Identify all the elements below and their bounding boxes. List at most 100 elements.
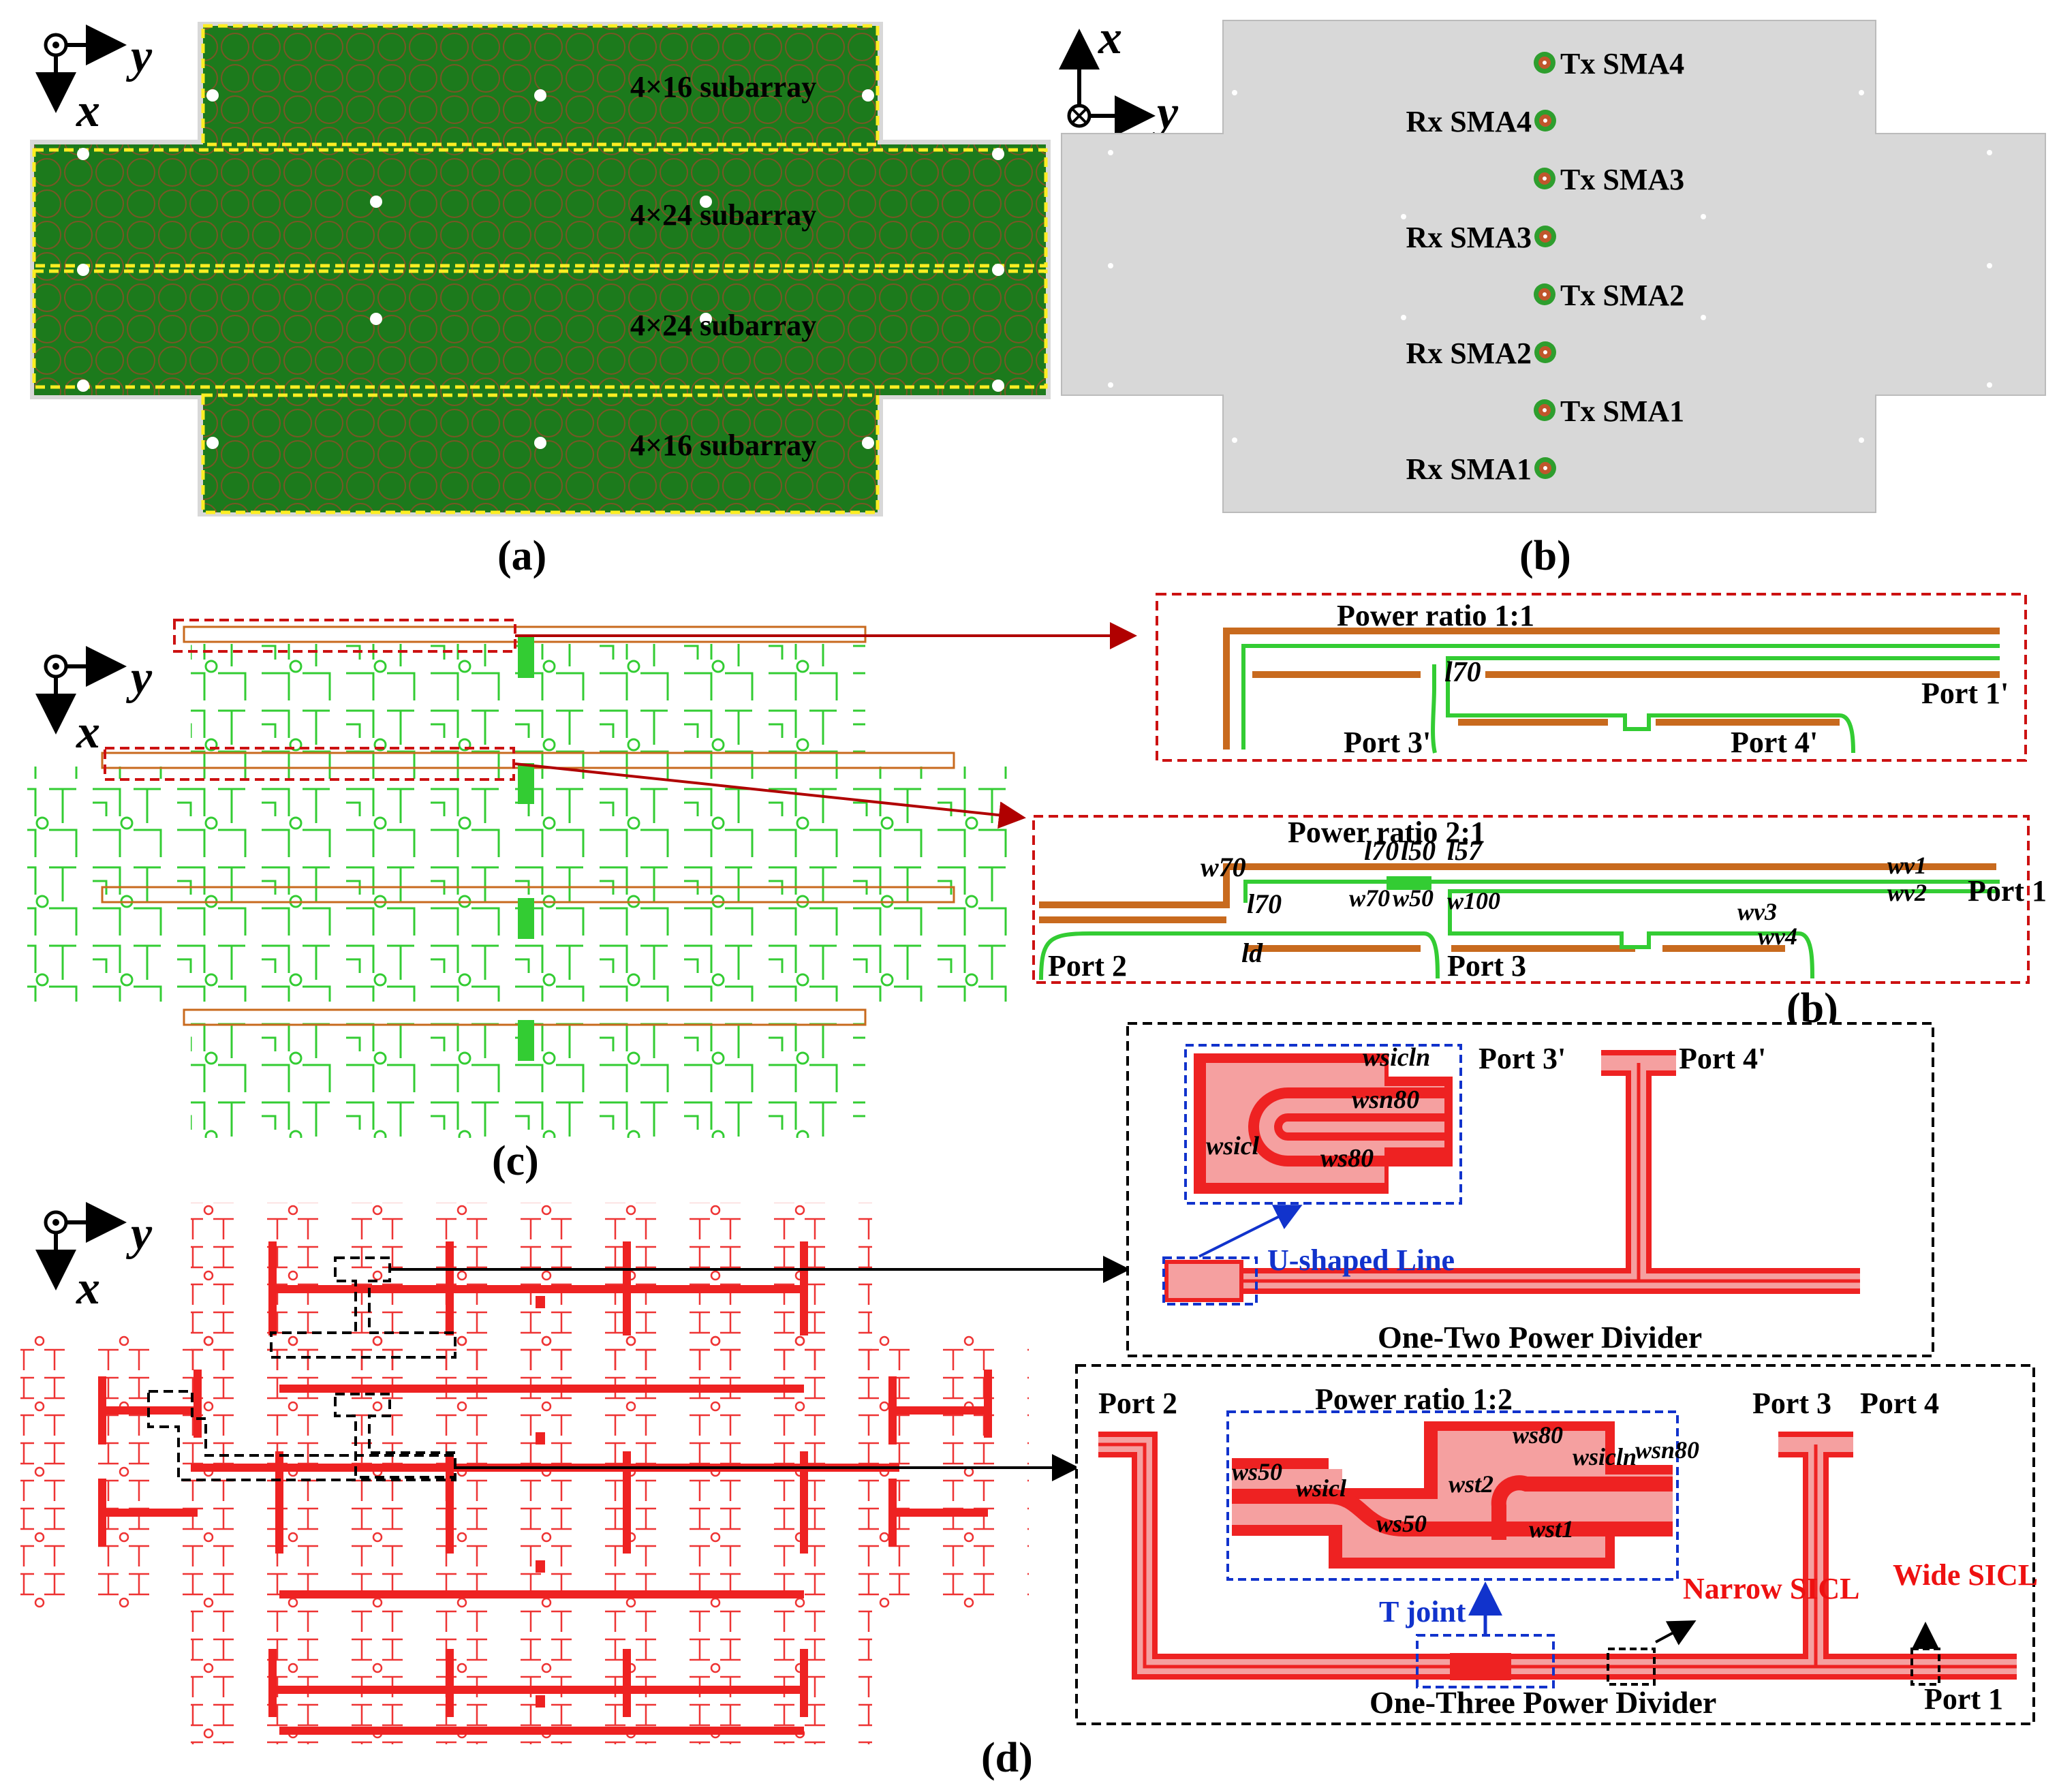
zoom-bottom-port2: Port 2 (1048, 949, 1127, 983)
zoom-top-title: Power ratio 1:1 (1337, 599, 1534, 632)
caption-c: (c) (492, 1138, 539, 1184)
sma-connectors (1534, 52, 1556, 479)
caption-d: (d) (981, 1735, 1033, 1781)
axis-x-label-b: x (1098, 12, 1122, 64)
axis-y-label: y (126, 30, 153, 82)
panel-d: y x (20, 1022, 2038, 1781)
dim-wv4: wv4 (1758, 923, 1797, 950)
label-rx-sma3: Rx SMA3 (1406, 221, 1532, 254)
dim-l70-a: l70 (1364, 835, 1399, 866)
zoom-bottom-port1: Port 1 (1968, 874, 2047, 908)
axis-indicator-b: x y (1059, 12, 1179, 139)
label-rx-sma1: Rx SMA1 (1406, 452, 1532, 486)
zoom-source-bottom (104, 747, 515, 781)
zoom-arrow-bottom (514, 762, 1026, 829)
label-rx-sma4: Rx SMA4 (1406, 105, 1532, 138)
narrow-sicl-label: Narrow SICL (1683, 1572, 1860, 1605)
zoom-source-regions-d (147, 1256, 456, 1481)
one-three-divider-box: ws80 wsicln wsn80 ws50 wsicl wst2 ws50 w… (1075, 1364, 2038, 1725)
label-tx-sma3: Tx SMA3 (1560, 163, 1684, 196)
board-backside (1061, 20, 2046, 513)
subarray-label-3: 4×24 subarray (630, 309, 816, 342)
one-three-divider-drawing (1098, 1432, 2017, 1680)
axis-indicator-a: y x (35, 25, 153, 137)
sma-tx3-icon (1534, 168, 1555, 189)
green-feed-network (27, 625, 1022, 1138)
one-two-title: One-Two Power Divider (1378, 1320, 1702, 1355)
dim-wsicln-b: wsicln (1573, 1443, 1637, 1470)
axis-y-label-c: y (126, 651, 153, 704)
axis-indicator-d: y x (35, 1202, 153, 1314)
dim-ws50-b: ws50 (1376, 1510, 1427, 1537)
ratio-1-2-label: Power ratio 1:2 (1315, 1382, 1513, 1416)
one-two-divider-box: wsicln wsn80 wsicl ws80 U-shaped Line Po… (1126, 1022, 1934, 1357)
axis-x-label-d: x (76, 1262, 100, 1314)
one-three-port4: Port 4 (1860, 1387, 1939, 1420)
zoom-source-top (173, 619, 516, 653)
label-tx-sma2: Tx SMA2 (1560, 279, 1684, 312)
subarray-borders (32, 24, 1048, 514)
one-two-divider-drawing (1164, 1050, 1860, 1302)
label-rx-sma2: Rx SMA2 (1406, 337, 1532, 370)
dim-w70-a: w70 (1201, 852, 1246, 882)
t-joint-dims: ws80 wsicln wsn80 ws50 wsicl wst2 ws50 w… (1232, 1421, 1699, 1543)
panel-a: y x 4×16 subarray 4×24 subarray 4×24 sub… (30, 22, 1051, 579)
dim-w70-b: w70 (1349, 884, 1390, 912)
dim-wsicl-b: wsicl (1296, 1474, 1346, 1502)
u-shaped-source (1162, 1256, 1258, 1306)
sma-rx2-icon (1534, 341, 1556, 363)
narrow-sicl-arrow (1655, 1620, 1697, 1646)
dim-wv3: wv3 (1737, 898, 1777, 925)
dim-wsn80: wsn80 (1352, 1085, 1419, 1114)
zoom-box-top: Power ratio 1:1 l70 Port 1' Port 3' Port… (1156, 593, 2027, 762)
dim-wsn80-b: wsn80 (1635, 1436, 1699, 1464)
label-tx-sma1: Tx SMA1 (1560, 395, 1684, 428)
zoom-box-bottom: w70 l70 l50 l57 w70 w50 w100 l70 ld wv1 … (1032, 815, 2047, 984)
mounting-holes-a (77, 89, 1004, 449)
zoom-top-port3: Port 3' (1344, 726, 1431, 759)
subarray-label-1: 4×16 subarray (630, 70, 816, 104)
axis-x-label: x (76, 84, 100, 137)
dim-w100: w100 (1447, 887, 1500, 914)
zoom-top-l70: l70 (1444, 657, 1481, 688)
axis-y-label-d: y (126, 1207, 153, 1260)
narrow-sicl-marker (1607, 1648, 1656, 1686)
dim-wst2: wst2 (1449, 1470, 1493, 1498)
dim-wsicl: wsicl (1206, 1132, 1260, 1160)
u-shaped-arrow (1198, 1205, 1303, 1258)
panel-b: x y Tx SMA4 Rx SMA4 Tx SMA3 Rx SMA3 (1059, 12, 2046, 579)
dim-l70-b: l70 (1247, 889, 1282, 919)
sma-rx4-icon (1534, 110, 1556, 132)
axis-x-label-c: x (76, 706, 100, 758)
narrow-sicl-text: Narrow SICL (1683, 1572, 1860, 1605)
zoom-bottom-port3: Port 3 (1447, 949, 1526, 983)
dim-ws50-a: ws50 (1232, 1458, 1282, 1485)
wide-sicl-marker (1910, 1648, 1940, 1686)
dim-l57: l57 (1447, 835, 1483, 866)
axis-y-label-b: y (1152, 87, 1179, 139)
sma-rx1-icon (1534, 457, 1556, 479)
dim-ld: ld (1241, 938, 1263, 968)
dim-wv1: wv1 (1887, 852, 1927, 879)
caption-a: (a) (497, 533, 546, 579)
dim-ws80: ws80 (1320, 1144, 1374, 1173)
t-joint-drawing (1232, 1421, 1673, 1569)
one-three-port1: Port 1 (1924, 1682, 2003, 1716)
panel-c: y x (27, 593, 2047, 1184)
dim-wst1: wst1 (1529, 1515, 1574, 1543)
dim-w50: w50 (1393, 884, 1434, 912)
wide-sicl-text: Wide SICL (1893, 1558, 2038, 1592)
mounting-holes-b (1108, 90, 1992, 443)
one-three-port2: Port 2 (1098, 1387, 1177, 1420)
dim-wsicln: wsicln (1363, 1043, 1430, 1072)
dim-ws80-b: ws80 (1513, 1421, 1563, 1449)
u-shaped-label: U-shaped Line (1267, 1243, 1455, 1277)
sma-rx3-icon (1534, 226, 1556, 247)
zoom-top-port4: Port 4' (1731, 726, 1818, 759)
caption-b: (b) (1519, 533, 1571, 579)
dim-l50: l50 (1401, 835, 1436, 866)
sma-tx2-icon (1534, 283, 1555, 305)
subarray-label-2: 4×24 subarray (630, 198, 816, 232)
zoom-bottom-title: Power ratio 2:1 (1288, 816, 1485, 849)
